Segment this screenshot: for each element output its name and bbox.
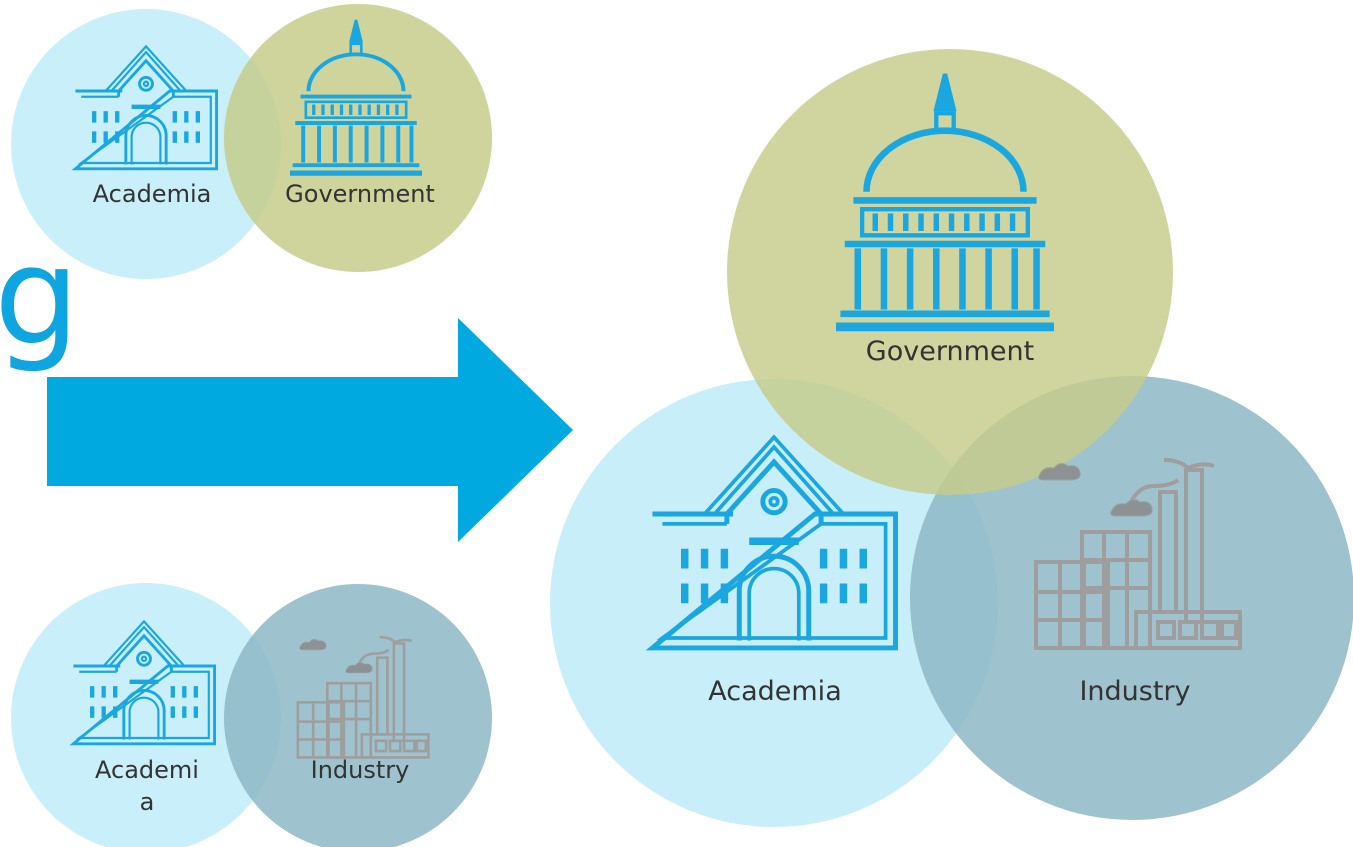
academia-circle-small xyxy=(11,583,281,847)
industry-label-small: Industry xyxy=(310,756,410,784)
right-arrow xyxy=(47,318,573,542)
government-circle xyxy=(224,4,492,272)
academia-circle-large xyxy=(550,379,998,827)
academia-label: Academia xyxy=(92,180,212,208)
academia-label-large: Academia xyxy=(708,676,842,707)
industry-circle-small xyxy=(224,584,492,847)
academia-government-pair xyxy=(11,4,492,279)
government-label-large: Government xyxy=(865,336,1035,367)
government-label: Government xyxy=(285,180,435,208)
triple-helix-venn xyxy=(550,49,1353,827)
government-circle-large xyxy=(727,49,1173,495)
title-fragment: g xyxy=(0,218,80,375)
industry-label-large: Industry xyxy=(1079,676,1191,707)
academia-industry-pair xyxy=(11,583,492,847)
industry-circle-large xyxy=(910,376,1353,820)
academia-label-small: Academi a xyxy=(95,756,199,816)
academia-circle xyxy=(11,9,281,279)
